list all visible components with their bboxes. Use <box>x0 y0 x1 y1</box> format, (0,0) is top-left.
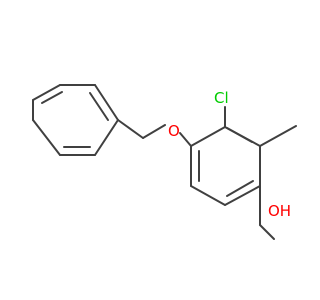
bond <box>190 185 226 206</box>
bond <box>32 84 61 101</box>
bond <box>259 125 297 147</box>
bond <box>190 126 226 147</box>
hydroxyl-label: OH <box>268 202 291 220</box>
chlorine-label: Cl <box>214 89 229 107</box>
molecule-structure: Cl O OH <box>32 84 297 240</box>
bond <box>94 119 119 156</box>
atom-labels: Cl O OH <box>168 89 291 220</box>
bond <box>226 127 253 143</box>
bond <box>94 84 119 121</box>
bond <box>224 185 261 206</box>
bond <box>226 180 254 197</box>
bond <box>117 119 144 139</box>
bond <box>89 92 109 121</box>
bond <box>41 91 63 104</box>
ether-oxygen-label: O <box>168 122 180 140</box>
bond <box>32 119 61 156</box>
bond <box>179 132 192 147</box>
bond-group <box>32 84 297 240</box>
bond <box>142 124 166 139</box>
bond <box>259 224 275 240</box>
